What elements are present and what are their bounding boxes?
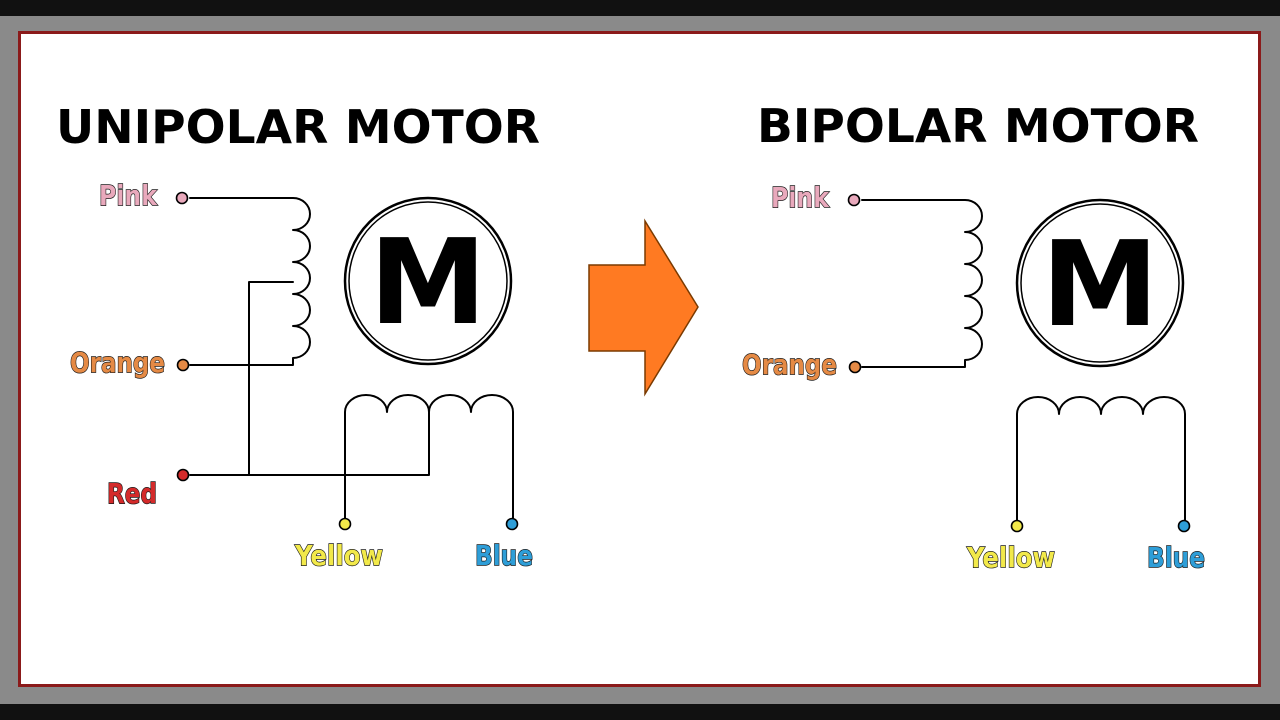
unipolar-common-wire (189, 411, 430, 476)
unipolar-blue-terminal (505, 517, 519, 531)
bipolar-blue-terminal (1177, 519, 1191, 533)
bipolar-pink-label: Pink (771, 181, 830, 214)
unipolar-motor-outer-ring (343, 196, 513, 366)
unipolar-vertical-coil (189, 197, 311, 366)
bipolar-orange-terminal (848, 360, 862, 374)
unipolar-motor-letter: M (369, 213, 486, 351)
bipolar-pink-terminal (847, 193, 861, 207)
unipolar-yellow-terminal (338, 517, 352, 531)
top-bar (0, 0, 1280, 16)
unipolar-diagram: UNIPOLAR MOTOR M Pink Orange Red Yellow … (56, 100, 540, 573)
bipolar-blue-label: Blue (1147, 541, 1205, 574)
bipolar-motor-letter: M (1041, 215, 1158, 353)
unipolar-yellow-label: Yellow (294, 539, 383, 572)
unipolar-pink-label: Pink (99, 179, 158, 212)
bipolar-motor-inner-ring (1020, 203, 1180, 363)
bipolar-diagram: BIPOLAR MOTOR M Pink Orange Yellow Blue (741, 99, 1205, 575)
unipolar-red-terminal (176, 468, 190, 482)
unipolar-orange-terminal (176, 358, 190, 372)
panel-border (18, 31, 1261, 687)
bipolar-yellow-terminal (1010, 519, 1024, 533)
bipolar-motor-outer-ring (1015, 198, 1185, 368)
unipolar-title: UNIPOLAR MOTOR (56, 100, 540, 154)
unipolar-pink-terminal (175, 191, 189, 205)
bipolar-vertical-coil (861, 199, 983, 368)
right-arrow-icon (588, 218, 699, 397)
bipolar-horizontal-coil (1016, 396, 1186, 521)
unipolar-center-tap-vertical (248, 281, 294, 476)
unipolar-orange-label: Orange (70, 346, 165, 379)
bipolar-orange-label: Orange (742, 348, 837, 381)
bipolar-title: BIPOLAR MOTOR (757, 99, 1199, 153)
unipolar-motor-inner-ring (348, 201, 508, 361)
bottom-bar (0, 704, 1280, 720)
bipolar-yellow-label: Yellow (966, 541, 1055, 574)
white-panel (18, 31, 1261, 687)
unipolar-blue-label: Blue (475, 539, 533, 572)
unipolar-red-label: Red (107, 477, 157, 510)
